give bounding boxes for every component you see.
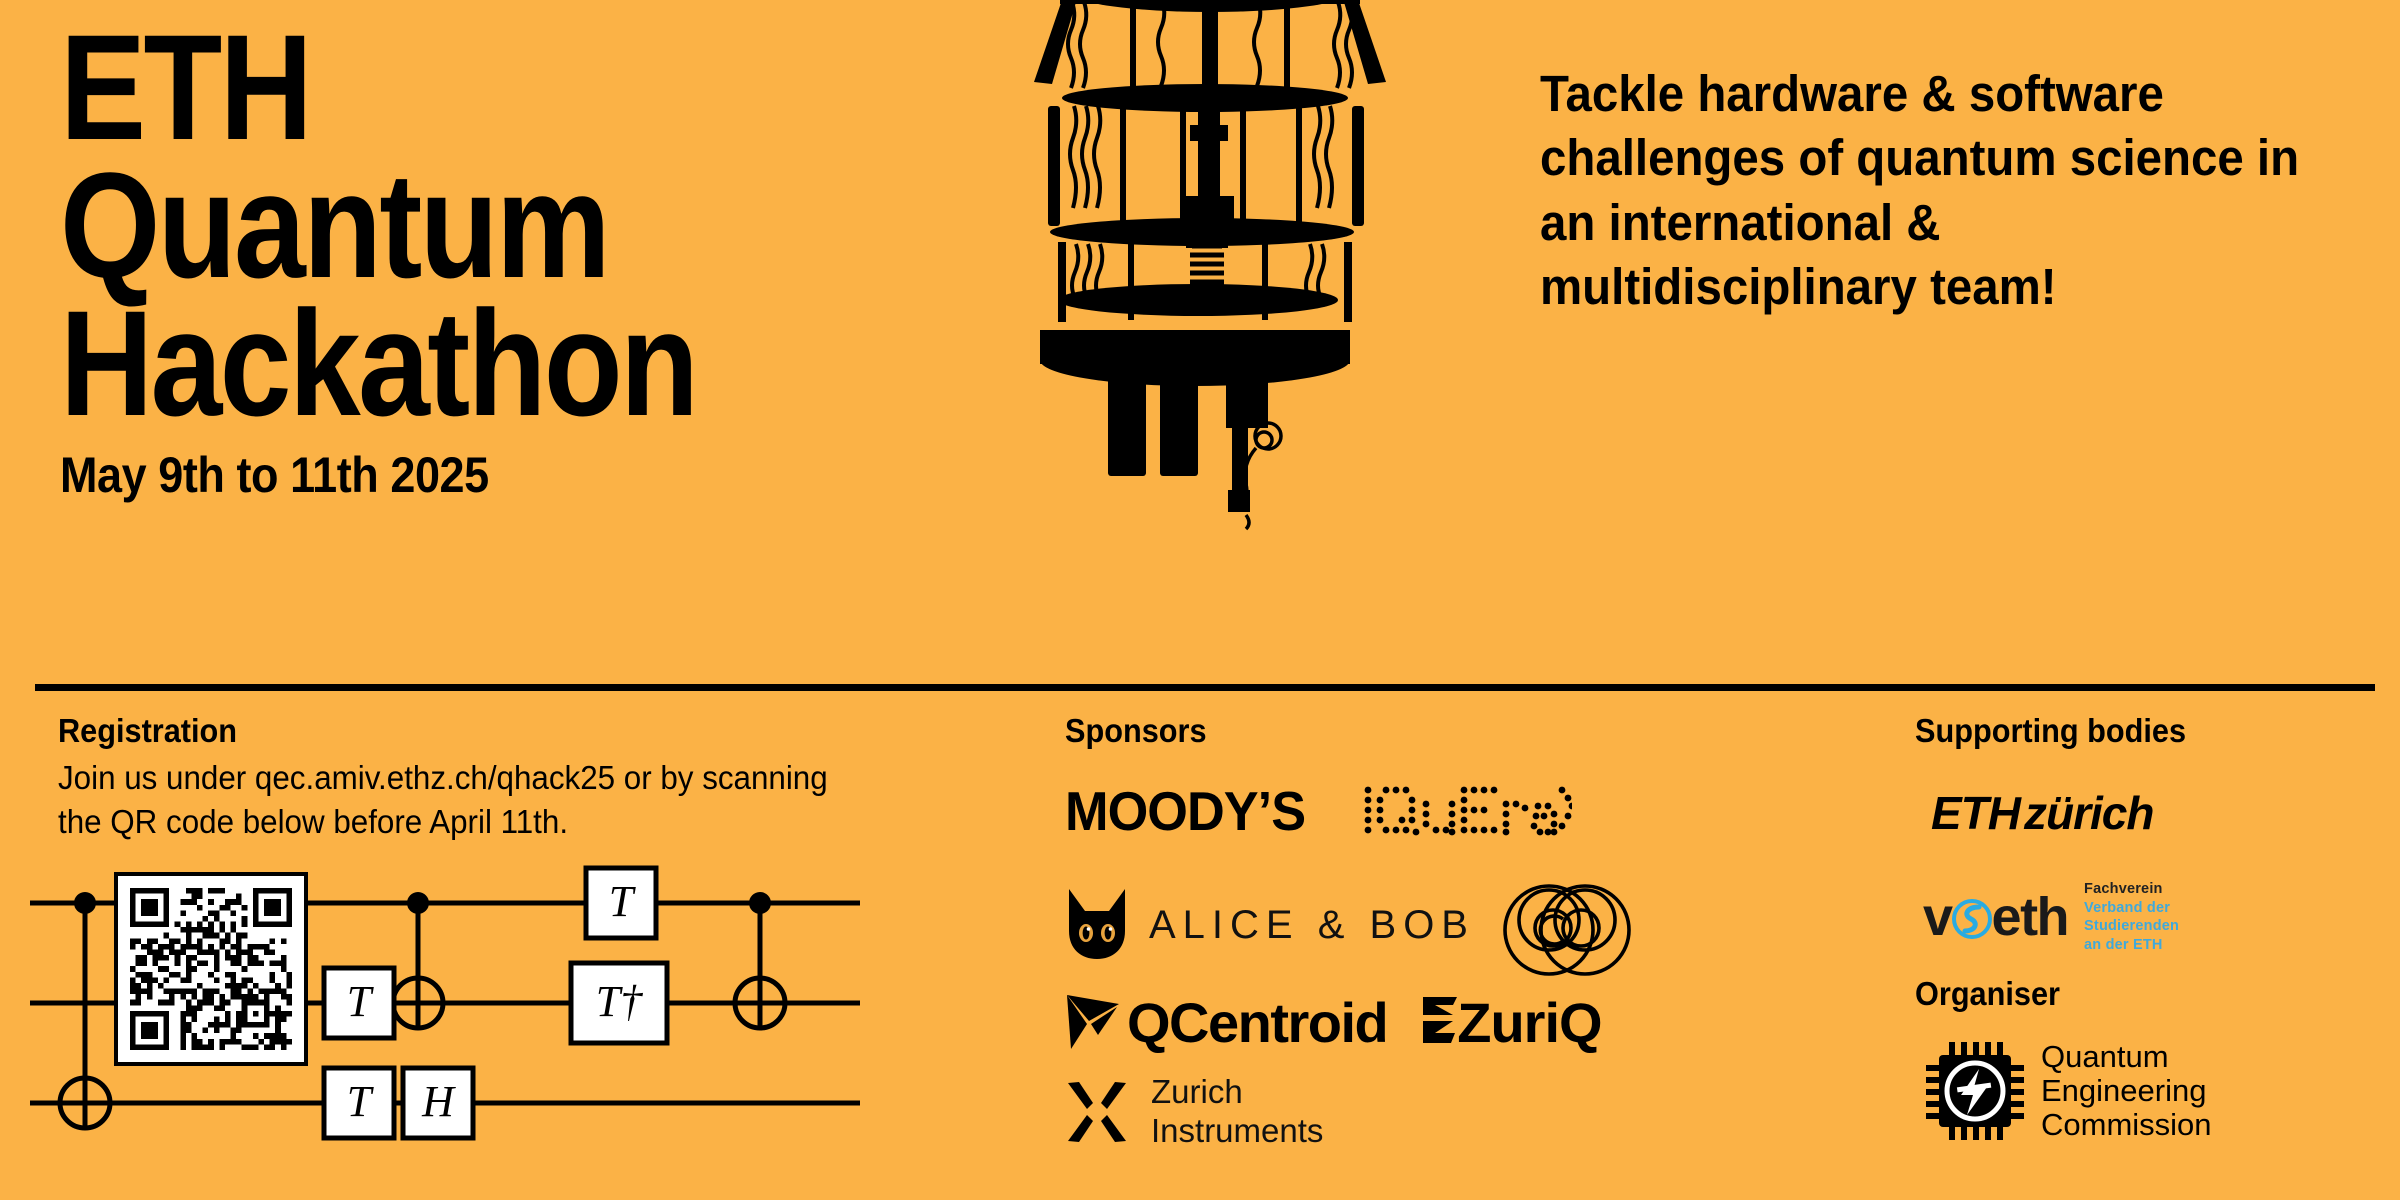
circuit-svg: T T H T T† [30, 865, 860, 1141]
supporting-bodies-heading: Supporting bodies [1915, 712, 2187, 749]
section-divider [35, 684, 2375, 691]
event-date: May 9th to 11th 2025 [60, 447, 489, 503]
gate-box-Tdag-q1-col4: T† [568, 960, 670, 1046]
qec-chip-icon [1926, 1042, 2024, 1140]
qec-line1: Quantum [2041, 1038, 2169, 1074]
qec-line3: Commission [2041, 1107, 2212, 1143]
vseth-sub-line4: an der ETH [2084, 936, 2163, 953]
zuriq-circles-icon [1503, 883, 1631, 976]
organiser-section: Organiser [1915, 975, 2385, 1143]
cnot-gate-col3 [390, 892, 446, 1031]
cnot-gate-col5 [732, 892, 788, 1031]
zuriq-logo: ZuriQ [1421, 990, 1603, 1055]
qcentroid-mark-icon [1067, 995, 1119, 1049]
zurich-instruments-line2: Instruments [1151, 1112, 1324, 1149]
page-title: ETH Quantum Hackathon May 9th to 11th 20… [60, 3, 1020, 504]
alice-and-bob-logo: ALICE & BOB [1149, 902, 1475, 947]
title-line-1: ETH [60, 3, 313, 171]
zuriq-z-icon [1423, 997, 1458, 1043]
gate-box-H-q2-col2: H [400, 1065, 476, 1141]
registration-qr-code[interactable] [114, 872, 308, 1066]
qr-canvas [130, 888, 292, 1050]
zurich-instruments-x-icon [1068, 1082, 1126, 1142]
vseth-logo: v eth Fachverein Verband der Studierende… [1915, 880, 2385, 954]
gate-box-T-q1-col1: T [321, 965, 397, 1041]
title-line-3: Hackathon [60, 279, 699, 447]
svg-text:H: H [421, 1077, 456, 1126]
vseth-sub-line3: Studierenden [2084, 918, 2180, 935]
sponsors-heading: Sponsors [1065, 712, 1207, 749]
svg-text:T: T [609, 877, 637, 926]
eth-zurich-light: zürich [2024, 787, 2154, 839]
vseth-s-circle-icon [1951, 899, 1992, 940]
svg-text:T: T [347, 977, 375, 1026]
quera-dot-matrix [1364, 786, 1572, 836]
vseth-v: v [1923, 887, 1953, 948]
registration-section: Registration Join us under qec.amiv.ethz… [58, 712, 878, 843]
qec-line2: Engineering [2041, 1072, 2207, 1108]
quantum-engineering-commission-logo: Quantum Engineering Commission [1915, 1039, 2385, 1143]
vseth-eth: eth [1991, 887, 2070, 948]
eth-zurich-logo: ETH zürich [1915, 786, 2385, 840]
vseth-sub-line2: Verband der [2084, 899, 2171, 916]
gate-box-T-q0-col4: T [583, 865, 659, 941]
eth-zurich-bold: ETH [1931, 787, 2021, 839]
alice-and-bob-cat-icon [1069, 889, 1125, 959]
title-line-2: Quantum [60, 141, 611, 309]
sponsors-section: Sponsors MOODY’S [1065, 712, 1765, 1152]
quera-logo [1362, 782, 1572, 840]
svg-text:T: T [347, 1077, 375, 1126]
qcentroid-logo: QCentroid [1127, 990, 1389, 1054]
supporting-bodies-section: Supporting bodies ETH zürich v eth Fachv… [1915, 712, 2385, 954]
vseth-sub-line1: Fachverein [2084, 881, 2163, 897]
dilution-refrigerator-silhouette [1034, 0, 1386, 531]
zurich-instruments-line1: Zurich [1151, 1073, 1243, 1111]
registration-body: Join us under qec.amiv.ethz.ch/qhack25 o… [58, 759, 828, 840]
cnot-gate-col0 [57, 892, 113, 1131]
tagline: Tackle hardware & software challenges of… [1540, 65, 2300, 315]
quantum-circuit-diagram: T T H T T† [30, 858, 860, 1158]
zuriq-wordmark: ZuriQ [1457, 990, 1602, 1054]
registration-heading: Registration [58, 712, 238, 749]
moodys-logo: MOODY’S [1065, 780, 1306, 842]
organiser-heading: Organiser [1915, 975, 2060, 1012]
svg-text:T†: T† [596, 977, 643, 1026]
gate-box-T-q2-col1: T [321, 1065, 397, 1141]
